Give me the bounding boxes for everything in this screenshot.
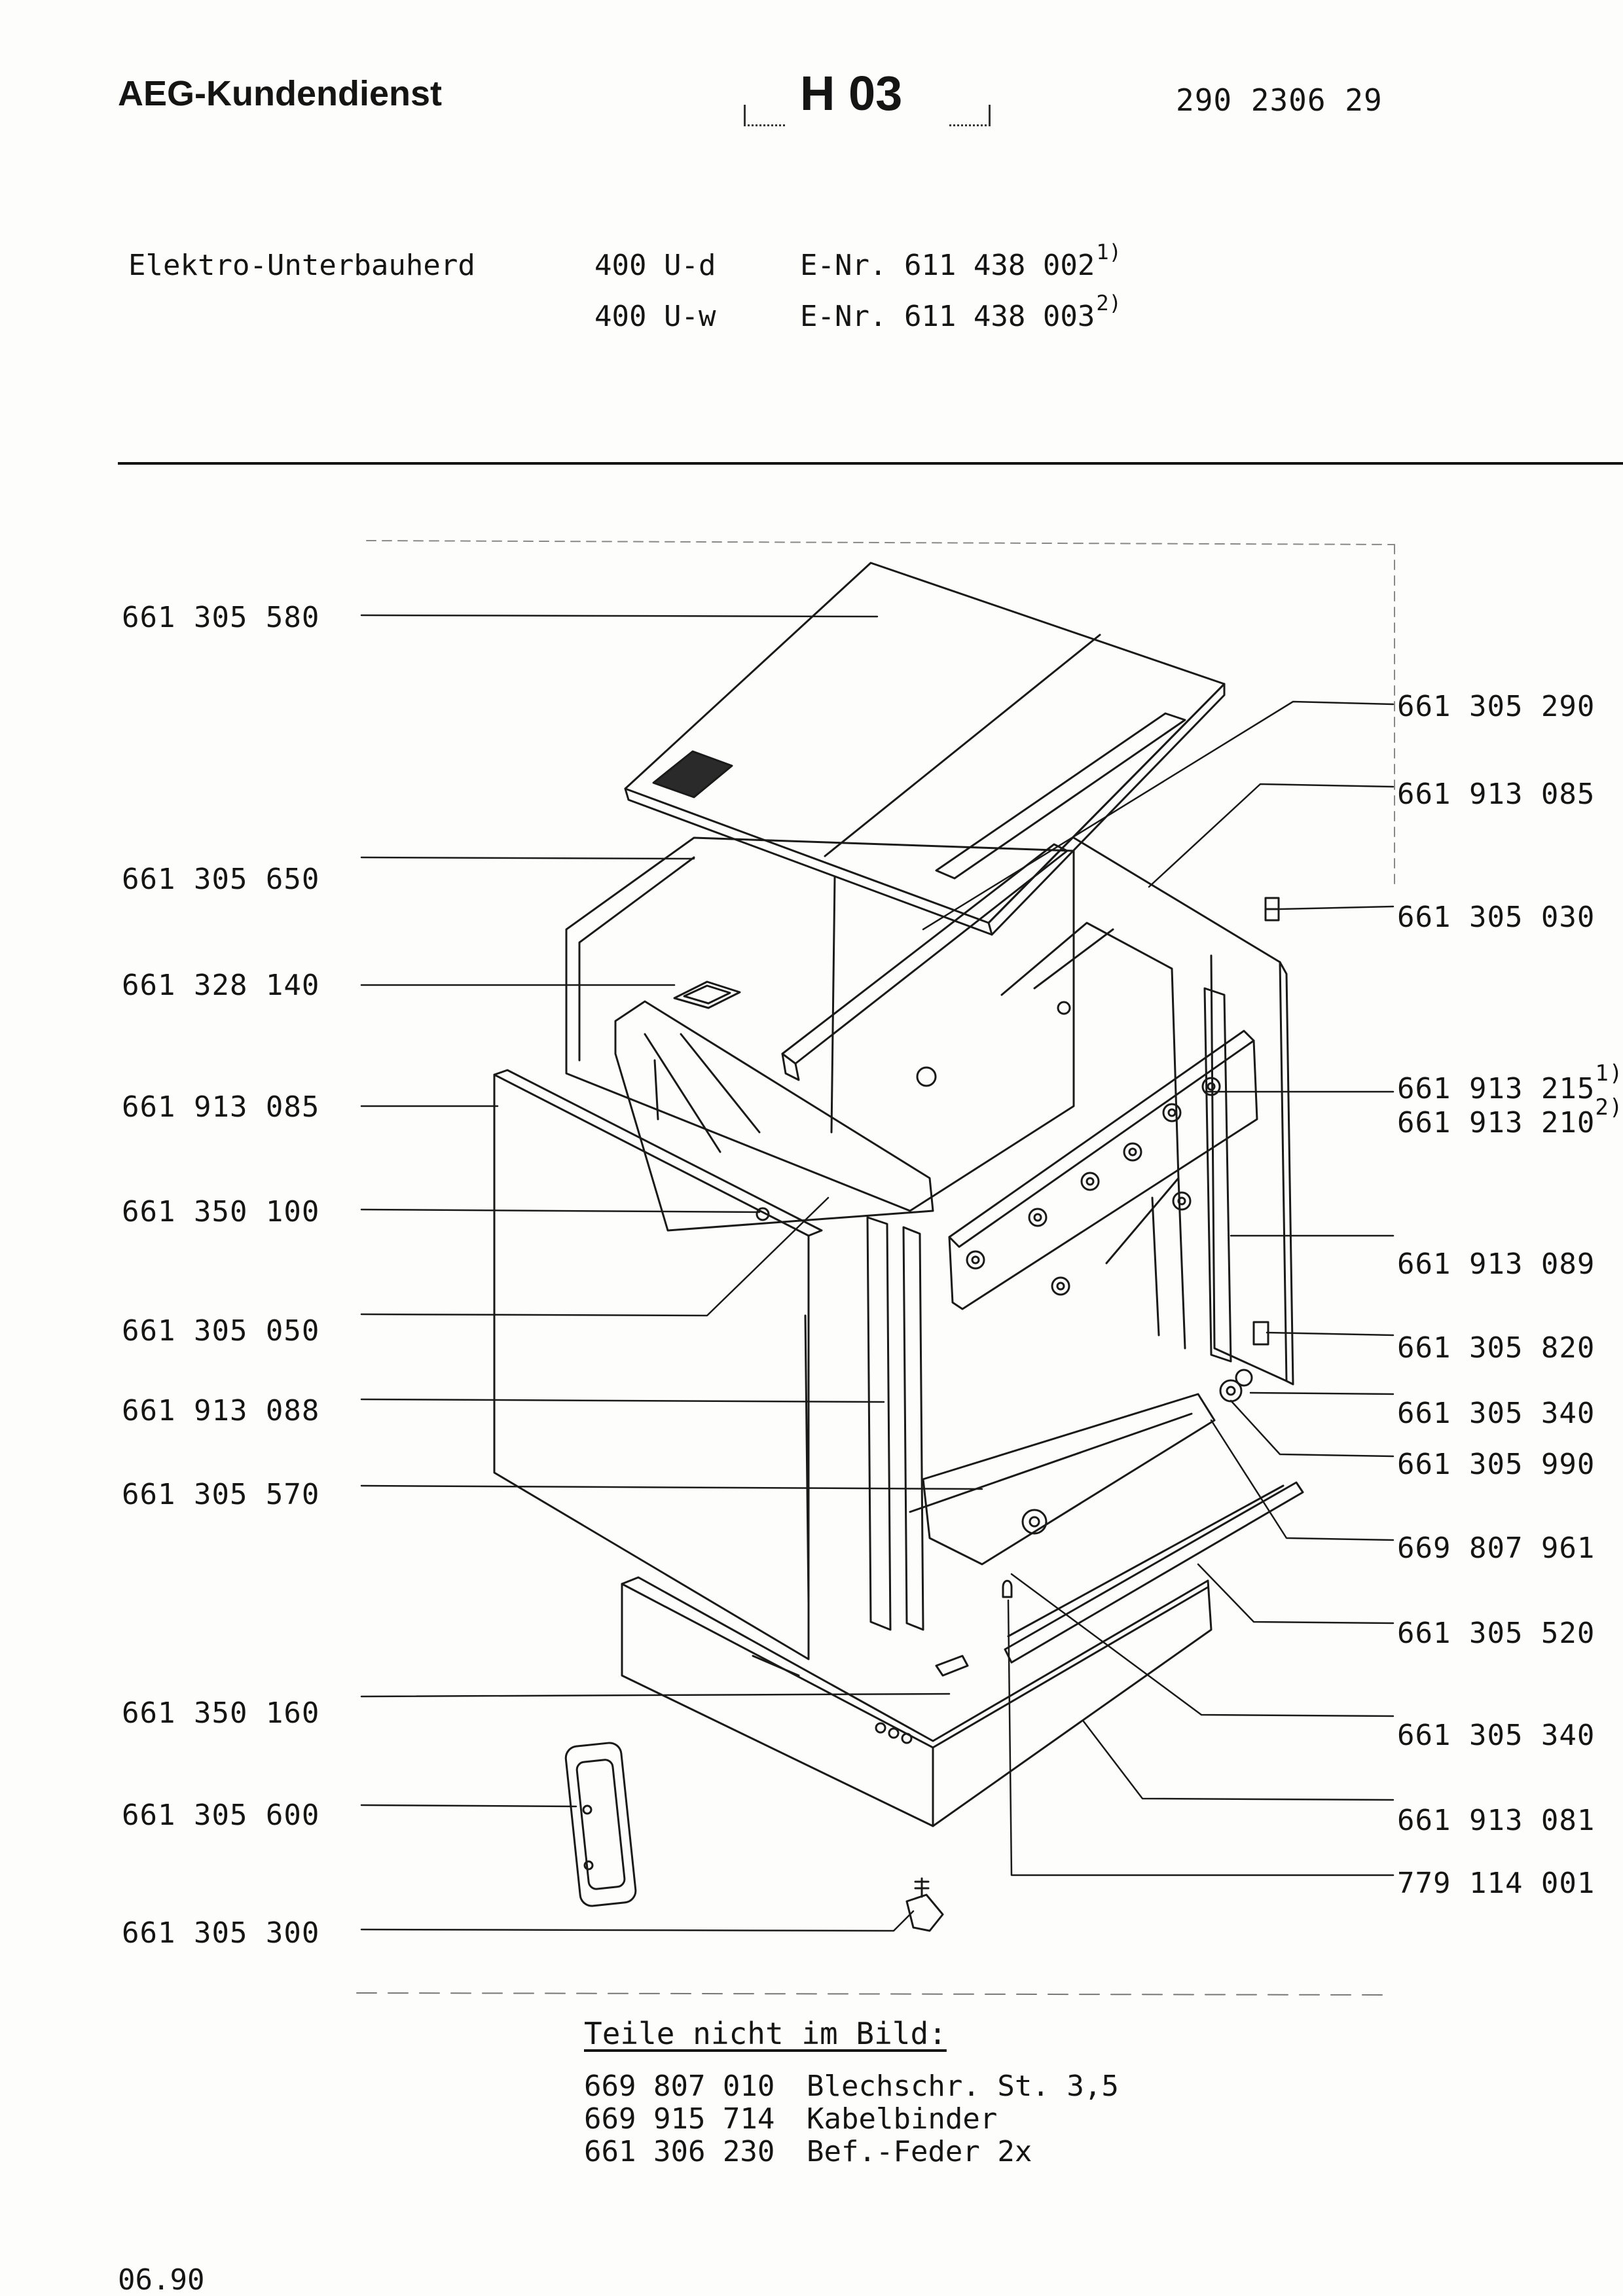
callout-right-part-340-b: 661 305 340 bbox=[1397, 1719, 1596, 1752]
rear-panel bbox=[565, 836, 1075, 1212]
callout-left-vent-grille: 661 305 600 bbox=[122, 1799, 320, 1832]
callout-left-screw: 661 350 100 bbox=[122, 1195, 320, 1229]
callout-right-part-520: 661 305 520 bbox=[1397, 1617, 1596, 1650]
vent-grille bbox=[564, 1742, 637, 1907]
callout-right-plinth: 661 913 081 bbox=[1397, 1804, 1596, 1837]
doc-code-bracket-right bbox=[949, 105, 991, 126]
grommet-140 bbox=[673, 980, 741, 1009]
footer-date: 06.90 bbox=[118, 2263, 205, 2296]
doc-code-bracket-left bbox=[744, 105, 785, 126]
callout-left-floor-plate: 661 305 570 bbox=[122, 1478, 320, 1511]
callout-left-rear-panel: 661 305 650 bbox=[122, 863, 320, 896]
enr-1-footnote: 1) bbox=[1096, 240, 1122, 264]
callout-right-bracket-820: 661 305 820 bbox=[1397, 1331, 1596, 1365]
right-side-panel bbox=[1000, 836, 1294, 1386]
callout-left-front-rail: 661 913 088 bbox=[122, 1394, 320, 1427]
header-rule bbox=[118, 462, 1623, 465]
doc-number: 290 2306 29 bbox=[1176, 82, 1383, 118]
right-rear-post bbox=[1151, 987, 1232, 1363]
not-shown-part-number-1: 669 807 010 bbox=[584, 2070, 775, 2103]
not-shown-part-desc-2: Kabelbinder bbox=[807, 2102, 998, 2136]
parts-not-shown-title: Teile nicht im Bild: bbox=[584, 2016, 947, 2051]
callout-left-grommet: 661 328 140 bbox=[122, 969, 320, 1002]
plinth-box bbox=[621, 1576, 1213, 1827]
bracket-030 bbox=[1264, 897, 1280, 922]
doc-code: H 03 bbox=[800, 66, 903, 120]
callout-right-control-panel-2-text: 661 913 210 bbox=[1397, 1106, 1596, 1139]
callout-right-part-001: 779 114 001 bbox=[1397, 1867, 1596, 1900]
callout-left-fastener: 661 350 160 bbox=[122, 1696, 320, 1730]
control-panel-bracket bbox=[948, 1030, 1258, 1310]
model-2: 400 U-w bbox=[594, 300, 716, 333]
top-cover-plate bbox=[624, 562, 1226, 936]
callout-right-rear-post: 661 913 089 bbox=[1397, 1247, 1596, 1281]
not-shown-part-desc-1: Blechschr. St. 3,5 bbox=[807, 2070, 1119, 2103]
enr-1-text: E-Nr. 611 438 002 bbox=[800, 249, 1095, 282]
brand-title: AEG-Kundendienst bbox=[118, 74, 442, 113]
bracket-820 bbox=[1252, 1321, 1269, 1346]
bottom-dashed-frame bbox=[356, 1992, 1385, 1996]
clip-part bbox=[935, 1655, 969, 1677]
callout-right-top-rail: 661 305 290 bbox=[1397, 690, 1596, 723]
callout-right-footnote-1: 1) bbox=[1595, 1060, 1623, 1086]
top-dashed-frame bbox=[366, 540, 1395, 891]
callout-right-footnote-2: 2) bbox=[1595, 1094, 1623, 1121]
floor-plate bbox=[909, 1369, 1253, 1566]
product-name: Elektro-Unterbauherd bbox=[128, 249, 475, 282]
not-shown-part-number-2: 669 915 714 bbox=[584, 2102, 775, 2136]
small-screw-part bbox=[1002, 1579, 1013, 1598]
not-shown-part-number-3: 661 306 230 bbox=[584, 2135, 775, 2168]
left-side-panel bbox=[493, 1069, 823, 1660]
callout-right-bracket: 661 305 030 bbox=[1397, 901, 1596, 934]
enr-2-footnote: 2) bbox=[1096, 291, 1122, 315]
model-1: 400 U-d bbox=[594, 249, 716, 282]
callout-left-clip: 661 305 050 bbox=[122, 1314, 320, 1348]
inner-front-frame bbox=[614, 1000, 934, 1232]
callout-right-control-panel-1-text: 661 913 215 bbox=[1397, 1072, 1596, 1105]
callout-left-top-cover: 661 305 580 bbox=[122, 601, 320, 634]
callout-right-part-340-a: 661 305 340 bbox=[1397, 1397, 1596, 1430]
callout-left-foot: 661 305 300 bbox=[122, 1916, 320, 1950]
leader-lines bbox=[360, 614, 1395, 1932]
callout-right-side-panel: 661 913 085 bbox=[1397, 778, 1596, 811]
bottom-front-strip bbox=[1004, 1481, 1304, 1664]
callout-right-part-990: 661 305 990 bbox=[1397, 1448, 1596, 1481]
enr-2-text: E-Nr. 611 438 003 bbox=[800, 300, 1095, 333]
front-vertical-rail bbox=[804, 1216, 924, 1631]
callout-left-side-panel: 661 913 085 bbox=[122, 1090, 320, 1124]
top-rail bbox=[781, 843, 1068, 1081]
not-shown-part-desc-3: Bef.-Feder 2x bbox=[807, 2135, 1032, 2168]
adjustable-foot bbox=[905, 1877, 944, 1932]
callout-right-part-961: 669 807 961 bbox=[1397, 1532, 1596, 1565]
